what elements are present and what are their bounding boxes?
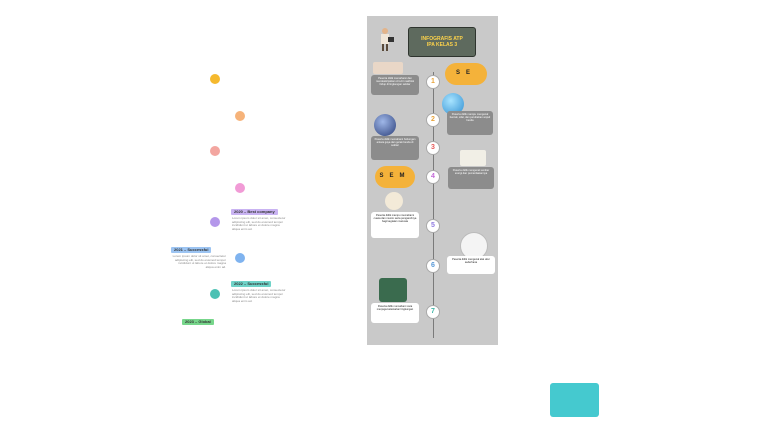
timeline-tag: 2023 – Global — [182, 319, 214, 325]
step-2: 2 — [426, 113, 440, 127]
infographic-title: INFOGRAFIS ATP IPA KELAS 3 — [408, 27, 476, 57]
globe-image — [374, 114, 396, 136]
card-3: Peserta didik memahami hubungan antara g… — [371, 136, 419, 160]
se-pill: SE — [445, 63, 487, 85]
infographic-panel[interactable]: INFOGRAFIS ATP IPA KELAS 3 SE SEM 1 2 3 … — [367, 16, 498, 345]
card-2: Peserta didik mampu mengenal bentuk, sif… — [447, 111, 493, 135]
timeline-dot — [210, 146, 220, 156]
timeline-dot — [235, 183, 245, 193]
card-1: Peserta didik memahami dan mendeskripsik… — [371, 75, 419, 95]
timeline-text: Lorem ipsum dolor sit amet, consectetur … — [232, 216, 286, 231]
step-4: 4 — [426, 170, 440, 184]
card-6: Peserta didik mengenal alat ukur sederha… — [447, 256, 495, 274]
cta-button[interactable] — [550, 383, 599, 417]
timeline-tag: 2022 – Successful — [231, 281, 272, 287]
timeline-dot — [210, 74, 220, 84]
timeline-line — [433, 72, 434, 338]
card-5: Peserta didik mampu memahami cuaca dan m… — [371, 212, 419, 238]
timeline-dot — [210, 289, 220, 299]
card-7: Peserta didik memahami cara menjaga kele… — [371, 303, 419, 323]
clock-image — [460, 232, 488, 260]
water-drop-image — [442, 93, 464, 115]
step-3: 3 — [426, 141, 440, 155]
timeline-dot — [235, 253, 245, 263]
timeline-text: Lorem ipsum dolor sit amet, consectetur … — [172, 254, 226, 269]
card-4: Peserta didik mengenal sumber energi dan… — [448, 167, 494, 189]
people-illustration — [373, 62, 403, 74]
earth-illustration — [379, 278, 407, 302]
bulb-illustration — [460, 150, 486, 166]
step-6: 6 — [426, 259, 440, 273]
timeline-tag: 2020 – Best company — [231, 209, 278, 215]
scientist-illustration — [385, 192, 403, 210]
timeline-dot — [210, 217, 220, 227]
timeline-tag: 2021 – Successful — [171, 247, 212, 253]
teacher-illustration — [377, 26, 395, 52]
title-line-1: INFOGRAFIS ATP — [421, 36, 463, 42]
step-1: 1 — [426, 75, 440, 89]
step-7: 7 — [426, 305, 440, 319]
timeline-dot — [235, 111, 245, 121]
timeline-text: Lorem ipsum dolor sit amet, consectetur … — [232, 288, 286, 303]
step-5: 5 — [426, 219, 440, 233]
sem-pill: SEM — [375, 166, 415, 188]
title-line-2: IPA KELAS 3 — [426, 42, 458, 48]
